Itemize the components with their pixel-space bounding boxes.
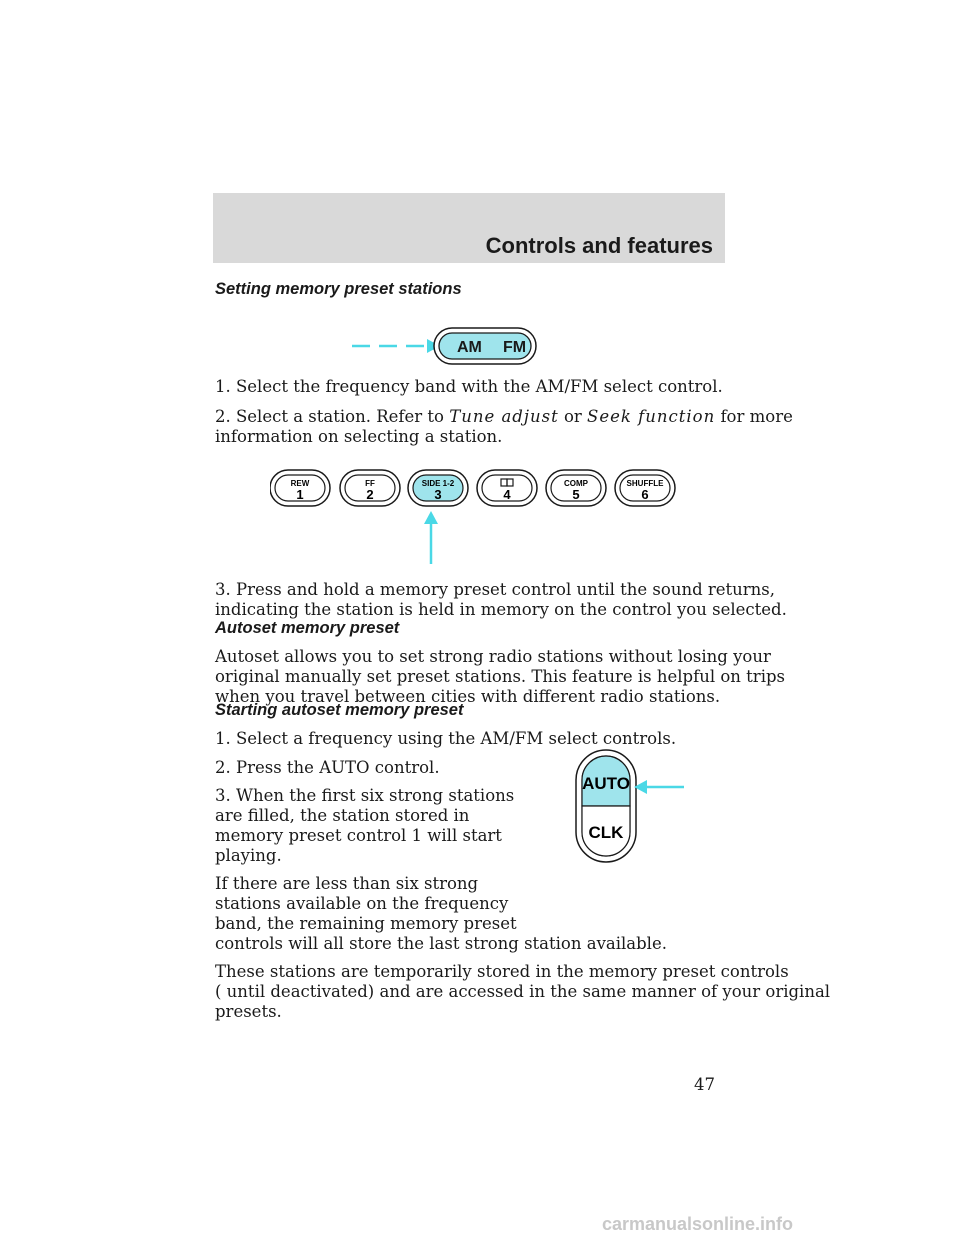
page-number: 47 (694, 1075, 715, 1094)
starting-step-1: 1. Select a frequency using the AM/FM se… (215, 729, 677, 748)
clk-button[interactable]: CLK (581, 805, 631, 857)
section-heading-autoset: Autoset memory preset (215, 619, 400, 637)
starting-step-3-line-1: 3. When the first six strong stations (215, 786, 515, 805)
preset-number: 2 (366, 487, 373, 502)
starting-para-line-2: stations available on the frequency (215, 894, 509, 913)
watermark: carmanualsonline.info (602, 1214, 794, 1234)
starting-step-3-line-4: playing. (215, 846, 282, 865)
preset-top-label: FF (365, 479, 375, 488)
preset-button-3[interactable]: SIDE 1-2 3 (407, 469, 469, 507)
section-heading-memory-preset: Setting memory preset stations (215, 280, 462, 298)
clk-label: CLK (589, 823, 625, 842)
memory-step-3-line-1: 3. Press and hold a memory preset contro… (215, 580, 776, 599)
am-fm-figure: AM FM (352, 327, 537, 365)
preset-top-label: COMP (564, 479, 589, 488)
final-line-3: presets. (215, 1002, 282, 1021)
auto-clk-figure: AUTO CLK (575, 749, 684, 863)
auto-button[interactable]: AUTO (581, 755, 631, 807)
step2-text-a: 2. Select a station. Refer to (215, 407, 444, 426)
preset-number: 3 (434, 487, 441, 502)
autoset-line-1: Autoset allows you to set strong radio s… (215, 647, 771, 666)
step2-or: or (563, 407, 582, 426)
preset-button-1[interactable]: REW 1 (270, 469, 331, 507)
autoset-line-3: when you travel between cities with diff… (215, 687, 721, 706)
preset-number: 1 (296, 487, 303, 502)
preset-button-6[interactable]: SHUFFLE 6 (614, 469, 676, 507)
am-label: AM (457, 339, 482, 356)
am-fm-button[interactable]: AM FM (433, 327, 537, 365)
preset-number: 6 (641, 487, 648, 502)
preset-number: 5 (572, 487, 579, 502)
preset-number: 4 (503, 487, 511, 502)
starting-para-line-1: If there are less than six strong (215, 874, 479, 893)
tune-adjust-ref: Tune adjust (449, 407, 559, 426)
memory-step-2-line-2: information on selecting a station. (215, 427, 503, 446)
preset-button-2[interactable]: FF 2 (339, 469, 401, 507)
final-line-1: These stations are temporarily stored in… (215, 962, 789, 981)
preset-button-4[interactable]: 4 (476, 469, 538, 507)
autoset-line-2: original manually set preset stations. T… (215, 667, 785, 686)
auto-label: AUTO (582, 774, 630, 793)
starting-step-2: 2. Press the AUTO control. (215, 758, 440, 777)
arrow-left-icon (634, 780, 684, 794)
starting-para-line-3: band, the remaining memory preset (215, 914, 517, 933)
preset-buttons-figure: REW 1 FF 2 SIDE 1-2 3 4 COMP 5 SHUFFLE 6 (270, 469, 676, 564)
starting-step-3-line-2: are filled, the station stored in (215, 806, 470, 825)
memory-step-3-line-2: indicating the station is held in memory… (215, 600, 787, 619)
header-band: Controls and features (213, 193, 725, 263)
memory-step-1: 1. Select the frequency band with the AM… (215, 377, 723, 396)
page-title: Controls and features (485, 233, 713, 258)
dashed-arrow-icon (352, 339, 440, 353)
final-line-2: ( until deactivated) and are accessed in… (215, 982, 831, 1001)
step2-text-b: for more (720, 407, 793, 426)
preset-top-label: REW (291, 479, 310, 488)
memory-step-2-line-1: 2. Select a station. Refer to Tune adjus… (215, 407, 793, 427)
fm-label: FM (503, 339, 526, 356)
starting-step-3-line-3: memory preset control 1 will start (215, 826, 502, 845)
preset-top-label: SHUFFLE (627, 479, 665, 488)
starting-para-line-4: controls will all store the last strong … (215, 934, 667, 953)
section-heading-starting-autoset: Starting autoset memory preset (215, 701, 464, 719)
dolby-icon (500, 478, 514, 487)
preset-button-5[interactable]: COMP 5 (545, 469, 607, 507)
preset-top-label: SIDE 1-2 (422, 479, 455, 488)
arrow-up-icon (424, 511, 438, 564)
seek-function-ref: Seek function (587, 407, 716, 426)
